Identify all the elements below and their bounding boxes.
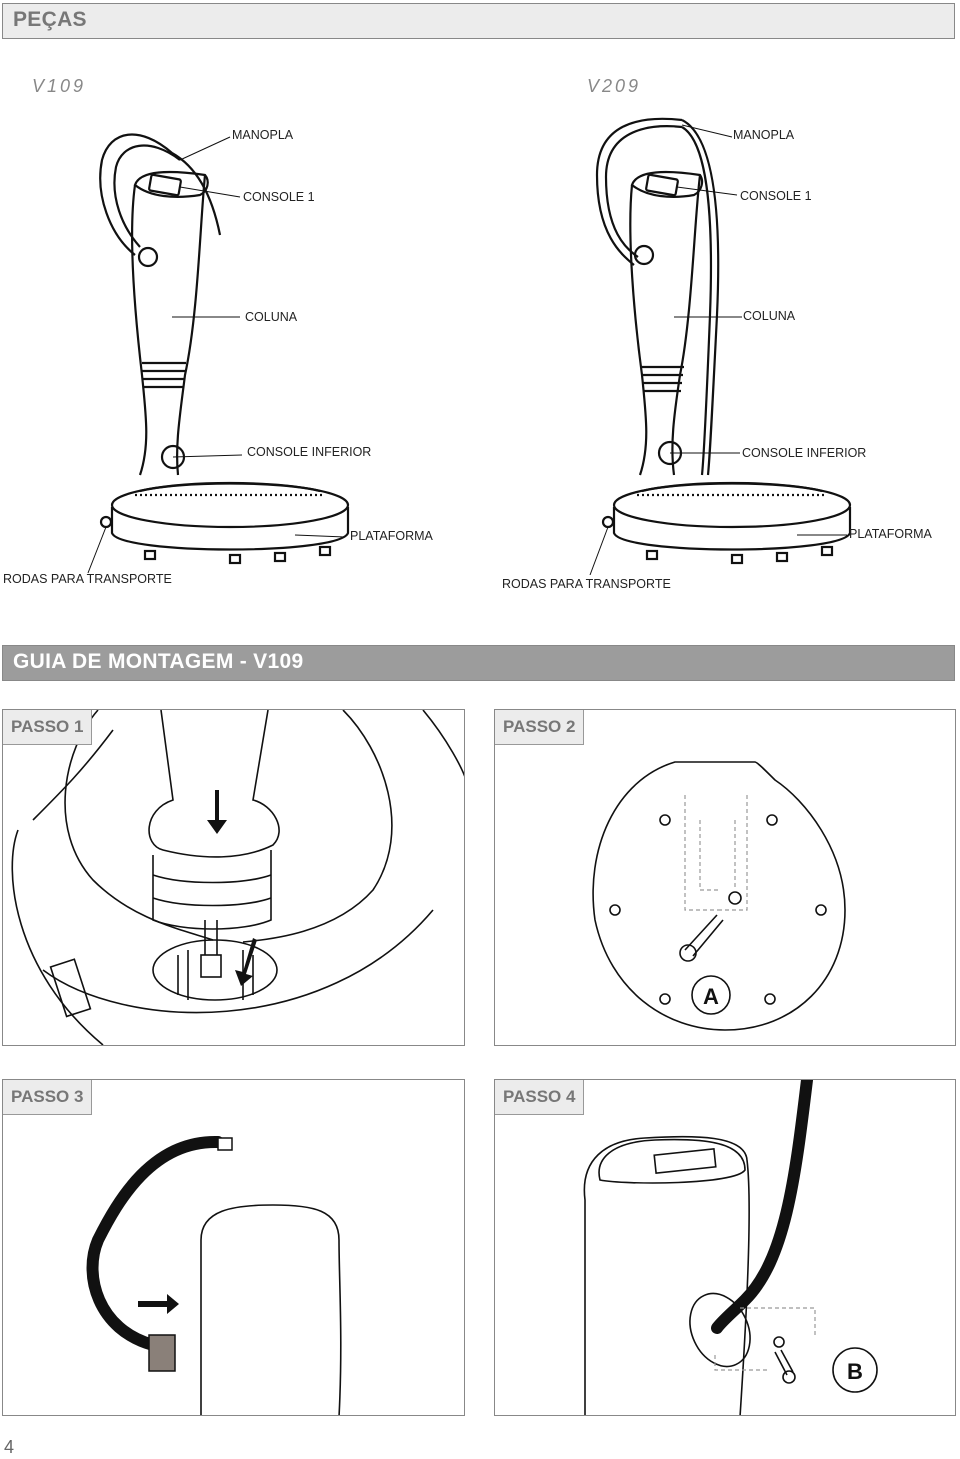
step-4-label: PASSO 4 xyxy=(495,1080,585,1115)
step-4-illustration: B xyxy=(583,1080,878,1415)
step-4-callout: B xyxy=(847,1359,863,1384)
label-wheels-left: RODAS PARA TRANSPORTE xyxy=(3,572,172,586)
model-name-left: V109 xyxy=(32,76,87,96)
step-3-panel: PASSO 3 xyxy=(2,1079,465,1416)
label-lower-console-left: CONSOLE INFERIOR xyxy=(247,445,372,459)
label-lower-console-right: CONSOLE INFERIOR xyxy=(742,446,867,460)
parts-section-title: PEÇAS xyxy=(13,8,87,31)
step-3-label: PASSO 3 xyxy=(3,1080,93,1115)
step-1-illustration xyxy=(11,710,464,1045)
step-2-label: PASSO 2 xyxy=(495,710,585,745)
label-column-right: COLUNA xyxy=(743,309,796,323)
label-handle-right: MANOPLA xyxy=(733,128,795,142)
step-2-panel: PASSO 2 A xyxy=(494,709,956,1046)
label-handle-left: MANOPLA xyxy=(232,128,294,142)
page-number: 4 xyxy=(4,1437,15,1457)
model-name-right: V209 xyxy=(587,76,642,96)
step-2-illustration: A xyxy=(592,761,846,1031)
assembly-section-title: GUIA DE MONTAGEM - V109 xyxy=(13,650,304,673)
step-2-callout: A xyxy=(703,984,719,1009)
v109-machine-illustration xyxy=(87,133,350,574)
label-platform-right: PLATAFORMA xyxy=(849,527,932,541)
v209-machine-illustration xyxy=(589,117,852,575)
step-4-panel: PASSO 4 B xyxy=(494,1079,956,1416)
label-platform-left: PLATAFORMA xyxy=(350,529,433,543)
step-3-illustration xyxy=(86,1135,342,1415)
parts-section-header: PEÇAS xyxy=(2,3,955,39)
step-1-label: PASSO 1 xyxy=(3,710,93,745)
label-wheels-right: RODAS PARA TRANSPORTE xyxy=(502,577,671,591)
label-column-left: COLUNA xyxy=(245,310,298,324)
label-console-left: CONSOLE 1 xyxy=(243,190,315,204)
assembly-section-header: GUIA DE MONTAGEM - V109 xyxy=(2,645,955,681)
label-console-right: CONSOLE 1 xyxy=(740,189,812,203)
step-1-panel: PASSO 1 xyxy=(2,709,465,1046)
